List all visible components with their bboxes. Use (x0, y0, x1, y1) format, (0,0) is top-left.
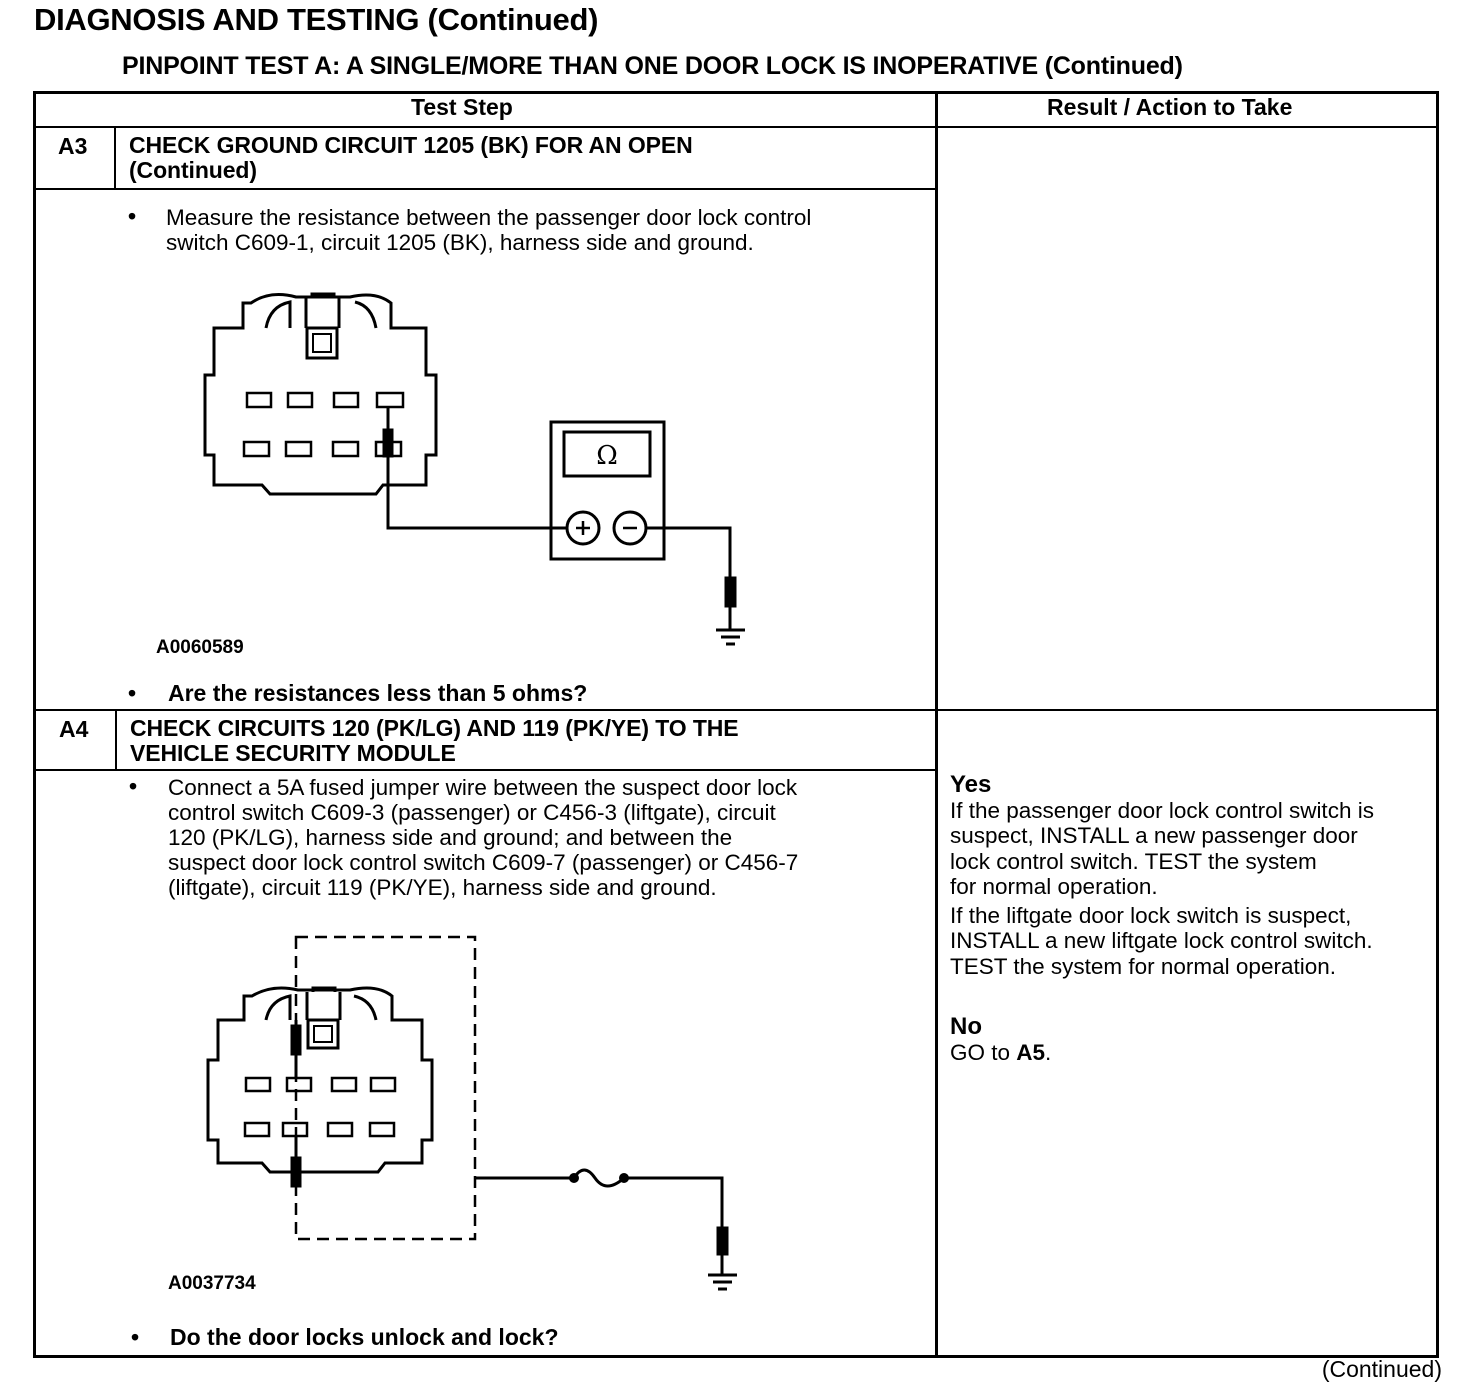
a3-meter-display (562, 430, 652, 478)
result-yes-line6: INSTALL a new liftgate lock control swit… (950, 928, 1373, 953)
a3-pin (245, 391, 273, 409)
a3-connector-latch (264, 292, 378, 329)
result-no-action: GO to A5. (950, 1040, 1051, 1066)
a4-fused-lead (475, 1168, 724, 1248)
a4-step-title: CHECK CIRCUITS 120 (PK/LG) AND 119 (PK/Y… (130, 716, 739, 766)
table-border-right (1436, 91, 1439, 1358)
a4-pin (243, 1121, 271, 1138)
result-no-prefix: GO to (950, 1039, 1017, 1065)
a4-step-id: A4 (59, 716, 89, 742)
result-yes-line7: TEST the system for normal operation. (950, 953, 1336, 979)
a3-probe-tip (382, 428, 394, 458)
a4-figure-id: A0037734 (168, 1273, 256, 1294)
a4-ground-icon (708, 1254, 737, 1291)
a3-question-dot: • (128, 680, 137, 706)
a4-connector-body (206, 986, 434, 1174)
a4-instruction-line3: 120 (PK/LG), harness side and ground; an… (168, 825, 733, 850)
a4-pin (326, 1121, 354, 1138)
a3-ground-lead (646, 526, 732, 600)
a3-title-line1: CHECK GROUND CIRCUIT 1205 (BK) FOR AN OP… (129, 132, 693, 158)
result-no-target: A5 (1016, 1039, 1046, 1065)
a3-meter-ohm-symbol: Ω (596, 441, 618, 471)
table-border-top (33, 91, 1439, 94)
a3-pin (332, 391, 360, 409)
a4-pin (369, 1076, 397, 1093)
a3-title-divider (33, 188, 937, 190)
a4-question: Do the door locks unlock and lock? (170, 1324, 559, 1350)
column-header-result: Result / Action to Take (1047, 94, 1293, 120)
a4-id-divider (115, 710, 117, 770)
a4-latch-square (306, 1018, 340, 1050)
result-yes-line3: lock control switch. TEST the system (950, 848, 1317, 874)
a4-bullet-dot: • (129, 773, 138, 799)
a4-instruction-line4: suspect door lock control switch C609-7 … (168, 850, 799, 875)
a3-pin (375, 391, 405, 409)
a3-step-id: A3 (58, 133, 88, 159)
a3-id-divider (114, 127, 116, 189)
a3-bullet-dot: • (128, 203, 137, 229)
test-subtitle: PINPOINT TEST A: A SINGLE/MORE THAN ONE … (122, 52, 1183, 80)
a4-fuse-terminal (569, 1173, 579, 1183)
a4-pin (285, 1076, 313, 1093)
a3-question: Are the resistances less than 5 ohms? (168, 680, 588, 706)
a3-meter-positive-jack (565, 510, 601, 546)
a3-pin (331, 440, 360, 458)
a3-step-title: CHECK GROUND CIRCUIT 1205 (BK) FOR AN OP… (129, 133, 693, 183)
a4-ground-clip (716, 1226, 729, 1256)
column-divider (935, 91, 938, 1358)
a4-title-line1: CHECK CIRCUITS 120 (PK/LG) AND 119 (PK/Y… (130, 715, 739, 741)
header-divider (33, 126, 1439, 128)
a3-pin (286, 391, 314, 409)
a3-instruction-line1: Measure the resistance between the passe… (166, 205, 812, 230)
a4-title-divider (33, 769, 937, 771)
a4-result-yes: Yes If the passenger door lock control s… (950, 772, 1374, 979)
page-title: DIAGNOSIS AND TESTING (Continued) (34, 2, 599, 37)
a3-pin (242, 440, 271, 458)
a4-pin (244, 1076, 272, 1093)
result-yes-label: Yes (950, 771, 992, 798)
result-no-suffix: . (1045, 1039, 1052, 1065)
result-yes-line4: for normal operation. (950, 874, 1158, 899)
a4-question-dot: • (131, 1324, 140, 1350)
result-yes-line5: If the liftgate door lock switch is susp… (950, 902, 1352, 928)
a4-instruction-line5: (liftgate), circuit 119 (PK/YE), harness… (168, 875, 717, 900)
a4-connector-latch (264, 986, 378, 1021)
a4-title-line2: VEHICLE SECURITY MODULE (130, 740, 456, 766)
a3-ground-icon (716, 606, 745, 646)
result-yes-line1: If the passenger door lock control switc… (950, 797, 1374, 823)
a3-pin (284, 440, 313, 458)
a4-result-no: No GO to A5. (950, 1014, 1051, 1065)
a3-meter-body (549, 420, 666, 561)
a4-instruction-line2: control switch C609-3 (passenger) or C45… (168, 800, 776, 825)
a3-instruction: Measure the resistance between the passe… (166, 205, 811, 255)
a3-connector-body (203, 293, 438, 496)
page-footer-continued: (Continued) (1321, 1356, 1442, 1382)
a4-instruction-line1: Connect a 5A fused jumper wire between t… (168, 775, 798, 800)
a4-pin (330, 1076, 358, 1093)
a4-jumper-outline (294, 935, 477, 1241)
result-yes-line2: suspect, INSTALL a new passenger door (950, 823, 1358, 848)
a3-title-line2: (Continued) (129, 157, 257, 183)
table-border-left (33, 91, 36, 1358)
step-divider (33, 709, 1439, 711)
a4-pin (368, 1121, 396, 1138)
table-border-bottom (33, 1355, 1439, 1358)
column-header-test-step: Test Step (411, 94, 513, 120)
a4-instruction: Connect a 5A fused jumper wire between t… (168, 775, 798, 900)
a3-figure-id: A0060589 (156, 637, 244, 658)
a4-fuse-terminal (619, 1173, 629, 1183)
a3-latch-square (305, 326, 339, 360)
a3-instruction-line2: switch C609-1, circuit 1205 (BK), harnes… (166, 230, 754, 255)
result-no-label: No (950, 1013, 982, 1040)
